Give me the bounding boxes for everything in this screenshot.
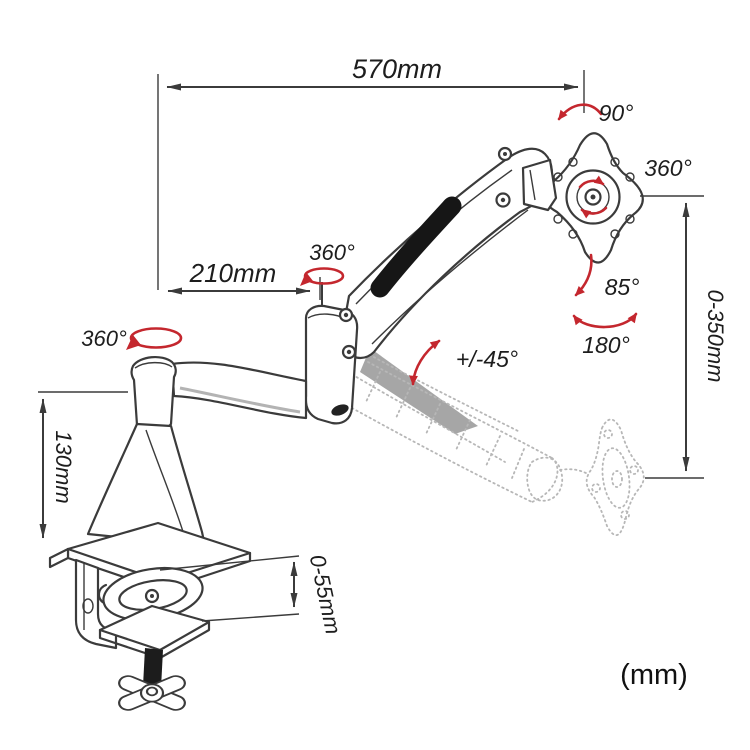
base-rotation-arrowhead-icon — [126, 335, 141, 350]
swing-arm — [130, 356, 308, 432]
spin-arrow-bottom-icon — [580, 206, 608, 219]
annotation-spring-tilt-45: +/-45° — [409, 339, 518, 386]
clamp-star-knob — [118, 675, 186, 711]
ghost-hinge — [526, 456, 564, 502]
clamp-screw-shaft — [143, 648, 163, 688]
angle-label-85: 85° — [605, 274, 640, 300]
annotation-base-swivel-360: 360° — [81, 326, 183, 351]
tilt-85-arrow-icon — [574, 253, 593, 297]
rotate-90-arrow-icon — [557, 103, 603, 121]
dim-label-130mm: 130mm — [51, 430, 76, 503]
angle-label-360-base: 360° — [81, 326, 127, 351]
annotation-vesa-tilt-85: 85° — [574, 253, 640, 300]
lower-hinge-cap — [331, 404, 349, 416]
annotation-vesa-spin-360: 360° — [578, 155, 692, 219]
dimension-570mm: 570mm — [157, 54, 585, 290]
dim-label-210mm: 210mm — [189, 258, 277, 288]
dim-label-0-55mm: 0-55mm — [305, 552, 346, 636]
angle-label-90: 90° — [599, 100, 634, 126]
angle-label-180: 180° — [582, 332, 630, 358]
dimension-210mm: 210mm — [167, 258, 321, 300]
elbow-joint — [304, 282, 359, 425]
dim-label-570mm: 570mm — [352, 54, 442, 84]
arm-cable-slot — [370, 196, 462, 298]
base-rotation-ellipse-icon — [129, 327, 183, 349]
dim-label-0-350mm: 0-350mm — [703, 290, 728, 383]
vesa-screw-holes — [553, 157, 635, 239]
annotation-vesa-swivel-180: 180° — [572, 312, 638, 358]
gas-spring-arm — [342, 147, 553, 360]
clamp-bracket — [74, 558, 118, 650]
unit-note: (mm) — [620, 659, 688, 691]
tilt-45-arrow-icon — [409, 339, 441, 386]
elbow-rotation-arrowhead-icon — [300, 272, 313, 286]
motion-sweep-shade — [360, 348, 478, 434]
angle-label-360-elbow: 360° — [309, 240, 355, 265]
swivel-180-arrow-icon — [572, 312, 638, 329]
dimension-130mm: 130mm — [38, 391, 128, 539]
vesa-plate — [542, 132, 644, 264]
ghost-vesa-plate — [585, 418, 645, 536]
annotation-elbow-swivel-360: 360° — [300, 240, 355, 286]
vesa-hinge-bracket — [495, 146, 558, 212]
angle-label-360-vesa: 360° — [644, 155, 692, 181]
swing-arm-collar — [130, 356, 177, 432]
dimension-0-350mm: 0-350mm — [640, 195, 728, 479]
annotation-vesa-rotate-90: 90° — [557, 100, 634, 126]
spin-arrow-top-icon — [578, 175, 605, 189]
angle-label-45: +/-45° — [456, 346, 518, 372]
desk-clamp — [48, 521, 252, 711]
